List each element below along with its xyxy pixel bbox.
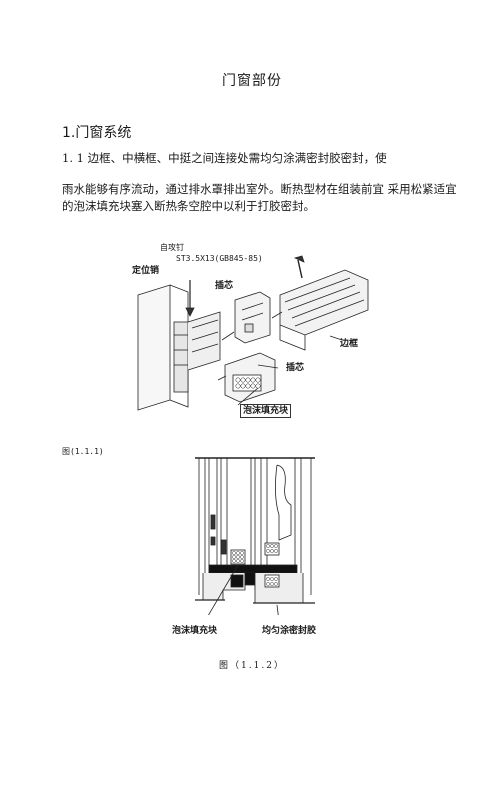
figure-1-caption: 图(1.1.1): [62, 447, 104, 456]
page-title: 门窗部份: [222, 73, 282, 89]
figure-2-caption: 图（1.1.2）: [219, 661, 285, 671]
label-locating-pin: 定位销: [132, 266, 160, 276]
section-heading: 1.门窗系统: [62, 125, 132, 141]
label-side-frame: 边框: [340, 339, 359, 349]
figure-1-drawing: [137, 255, 369, 411]
figure-2-drawing: [195, 457, 315, 615]
label-foam-block: 泡沫填充块: [240, 404, 292, 418]
label-screw: 自攻钉: [160, 243, 184, 252]
label-screw-spec: ST3.5X13(GB845-85): [176, 254, 263, 263]
paragraph-1: 1. 1 边框、中横框、中挺之间连接处需均匀涂满密封胶密封，使: [62, 151, 387, 165]
paragraph-2: 雨水能够有序流动，通过排水罩排出室外。断热型材在组装前宜 采用松紧适宜的泡沫填充…: [62, 182, 457, 213]
label-sealant: 均匀涂密封胶: [262, 626, 317, 636]
label-insert-core-top: 插芯: [215, 281, 234, 291]
label-foam-block-2: 泡沫填充块: [172, 626, 218, 636]
label-insert-core-bottom: 插芯: [286, 363, 305, 373]
